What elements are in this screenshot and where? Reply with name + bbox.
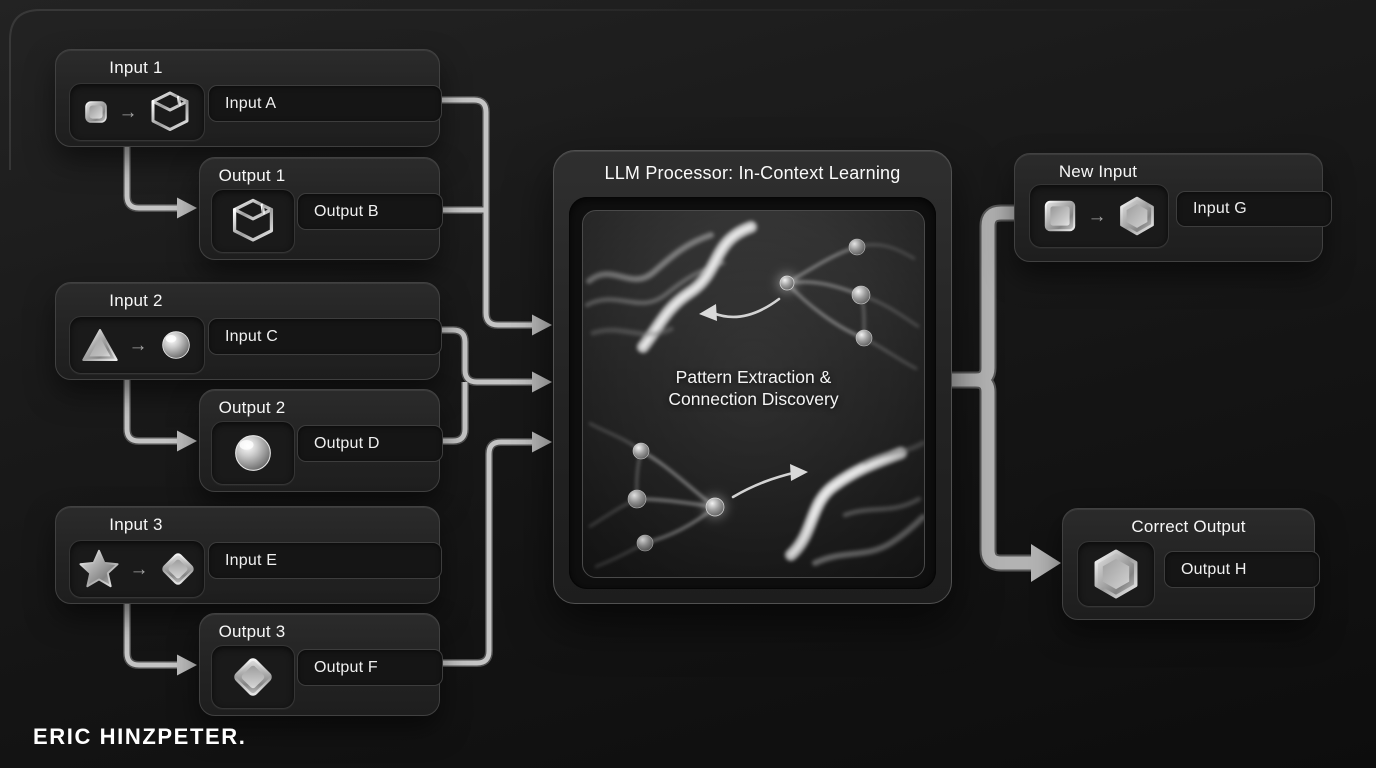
- input-g-field: Input G: [1176, 191, 1332, 227]
- connector-outputF-to-llm: [438, 439, 534, 666]
- tendrils-bottom-right: [785, 440, 924, 566]
- input-3-icon-panel: →: [69, 540, 205, 598]
- output-b-field: Output B: [297, 193, 443, 230]
- star-icon: [76, 546, 122, 592]
- arrow-right-curve-icon: [731, 464, 808, 499]
- tendrils-top-left: [584, 221, 757, 353]
- arrow-right-icon: →: [118, 101, 138, 123]
- correct-output-icon-panel: [1077, 541, 1155, 607]
- sphere-icon: [227, 427, 279, 479]
- cube-icon: [81, 97, 111, 127]
- input-2-card: Input 2 → Input C: [55, 282, 442, 380]
- llm-processor-card: LLM Processor: In-Context Learning: [553, 150, 952, 604]
- arrow-left-icon: [699, 297, 781, 321]
- correct-output-card: Correct Output Output H: [1062, 508, 1320, 620]
- new-input-title: New Input: [1058, 162, 1138, 181]
- input-c-field: Input C: [208, 318, 442, 355]
- input-3-card: Input 3 → Input E: [55, 506, 442, 604]
- output-f-field: Output F: [297, 649, 443, 686]
- output-1-icon-panel: [211, 189, 295, 253]
- llm-caption-line1: Pattern Extraction &: [675, 367, 832, 387]
- output-2-title: Output 2: [218, 398, 286, 417]
- package-icon: [146, 88, 194, 136]
- input-2-title: Input 2: [109, 291, 163, 310]
- output-3-icon-panel: [211, 645, 295, 709]
- input-1-title: Input 1: [109, 58, 163, 77]
- output-d-field: Output D: [297, 425, 443, 462]
- hexagon-icon: [1088, 546, 1144, 602]
- output-3-title: Output 3: [218, 622, 286, 641]
- llm-caption-line2: Connection Discovery: [668, 389, 839, 409]
- triangle-icon: [79, 324, 121, 366]
- node-graph-bottom-left: [588, 421, 732, 569]
- output-3-card: Output 3 Output F: [199, 613, 443, 716]
- new-input-card: New Input → Input G: [1014, 153, 1332, 262]
- connector-input1-to-output1: [124, 145, 177, 211]
- arrow-right-icon: →: [1087, 205, 1107, 227]
- input-1-icon-panel: →: [69, 83, 205, 141]
- output-2-icon-panel: [211, 421, 295, 485]
- diamond-icon: [157, 548, 199, 590]
- llm-caption: Pattern Extraction & Connection Discover…: [583, 366, 924, 410]
- connector-arrowheads: [177, 197, 552, 676]
- connector-llm-to-correct-output: [950, 373, 1031, 570]
- sphere-icon: [156, 325, 196, 365]
- pattern-illustration: [584, 221, 924, 569]
- llm-screen: Pattern Extraction & Connection Discover…: [582, 210, 925, 578]
- output-1-title: Output 1: [218, 166, 286, 185]
- package-icon: [227, 195, 279, 247]
- output-1-card: Output 1 Output B: [199, 157, 443, 260]
- input-3-title: Input 3: [109, 515, 163, 534]
- correct-output-title: Correct Output: [1131, 517, 1246, 536]
- input-1-card: Input 1 → Input A: [55, 49, 442, 147]
- diamond-icon: [228, 652, 278, 702]
- author-signature: ERIC HINZPETER.: [33, 724, 247, 749]
- new-input-icon-panel: →: [1029, 184, 1169, 248]
- output-2-card: Output 2 Output D: [199, 389, 443, 492]
- node-graph-top-right: [772, 238, 920, 371]
- arrow-right-icon: →: [128, 334, 148, 356]
- connector-inputC-to-llm: [438, 327, 534, 385]
- connector-outputD-to-llm: [438, 382, 468, 444]
- connector-input2-to-output2: [124, 378, 177, 444]
- arrow-right-icon: →: [129, 558, 149, 580]
- input-e-field: Input E: [208, 542, 442, 579]
- background-frame-edge: [9, 9, 1300, 170]
- square-icon: [1040, 196, 1080, 236]
- connector-input3-to-output3: [124, 602, 177, 668]
- input-a-field: Input A: [208, 85, 442, 122]
- hexagon-icon: [1115, 194, 1159, 238]
- output-h-field: Output H: [1164, 551, 1320, 588]
- correct-output-arrowhead: [1031, 544, 1061, 582]
- connector-llm-to-new-input: [950, 206, 1015, 387]
- input-2-icon-panel: →: [69, 316, 205, 374]
- llm-processor-title: LLM Processor: In-Context Learning: [604, 163, 901, 183]
